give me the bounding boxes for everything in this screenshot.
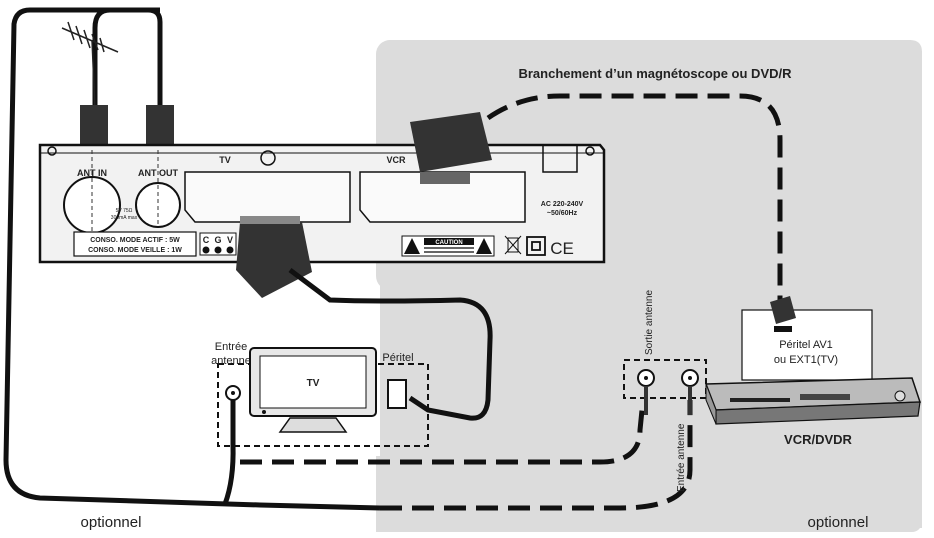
vcr-antenna-in-cable <box>380 400 693 511</box>
tv-input-label-2: antenne <box>211 355 251 367</box>
screw-left <box>47 146 57 156</box>
optional-right-label: optionnel <box>808 514 869 531</box>
double-insulation-icon <box>526 236 546 256</box>
tv-icon <box>249 347 377 433</box>
screw-mid <box>260 150 276 166</box>
tv-label: TV <box>307 378 320 389</box>
conso-actif: CONSO. MODE ACTIF : 5W <box>90 237 180 244</box>
optional-left-cable <box>3 7 381 511</box>
vcr-scart-port <box>359 171 526 223</box>
power-label: AC 220-240V <box>541 201 584 208</box>
vcr-scart-plug <box>410 112 492 172</box>
ant-note-1: 5V 75Ω <box>116 208 133 214</box>
ant-out-plug <box>146 105 174 147</box>
power-socket-outline <box>542 145 578 173</box>
ant-out-jack <box>135 182 181 228</box>
diagram-title: Branchement d’un magnétoscope ou DVD/R <box>518 66 792 81</box>
ant-out-label: ANT OUT <box>138 168 178 178</box>
tv-scart-cable <box>288 268 493 421</box>
frequency-label: ~50/60Hz <box>547 210 578 217</box>
tv-port-label: TV <box>219 155 231 165</box>
optional-left-label: optionnel <box>81 514 142 531</box>
vcr-antenna-frame <box>623 359 707 399</box>
ant-note-2: 300mA max <box>111 215 138 221</box>
tv-scart-plug <box>236 222 312 298</box>
vcr-scart-label-2: ou EXT1(TV) <box>774 354 838 366</box>
tv-to-vcr-antenna-cable <box>240 409 645 465</box>
vcr-scart-label-1: Péritel AV1 <box>779 339 833 351</box>
vcr-scart-plug-end <box>770 296 796 324</box>
vcr-dvdr-label: VCR/DVDR <box>784 432 853 447</box>
optional-region-bottom <box>376 456 536 532</box>
svg-text:CAUTION: CAUTION <box>435 240 462 246</box>
caution-label: CAUTION <box>401 235 495 257</box>
antenna-loop-cable <box>92 7 163 112</box>
ant-in-plug <box>80 105 108 147</box>
conso-box <box>73 231 197 257</box>
vcr-scart-cable <box>486 93 783 305</box>
tv-input-label-1: Entrée <box>215 341 247 353</box>
svg-text:V: V <box>227 235 233 245</box>
conso-veille: CONSO. MODE VEILLE : 1W <box>88 247 182 254</box>
svg-text:C: C <box>203 235 210 245</box>
screw-right <box>585 146 595 156</box>
tv-scart-socket <box>387 379 407 409</box>
cgv-logo: C G V <box>199 232 237 256</box>
weee-bin-icon <box>504 235 522 255</box>
tv-scart-label: Péritel <box>382 352 413 364</box>
vcr-antenna-out-label: Sortie antenne <box>644 290 655 355</box>
vcr-port-label: VCR <box>386 155 406 165</box>
ant-in-label: ANT IN <box>77 168 107 178</box>
ce-mark: CE <box>550 239 574 258</box>
vcr-dvdr-icon <box>704 377 922 425</box>
antenna-icon <box>61 21 119 111</box>
tv-scart-port <box>184 171 351 223</box>
vcr-scart-frame <box>741 309 873 381</box>
vcr-antenna-in-label: Entrée antenne <box>676 423 687 492</box>
svg-text:G: G <box>214 235 221 245</box>
tv-antenna-cable <box>222 400 236 505</box>
